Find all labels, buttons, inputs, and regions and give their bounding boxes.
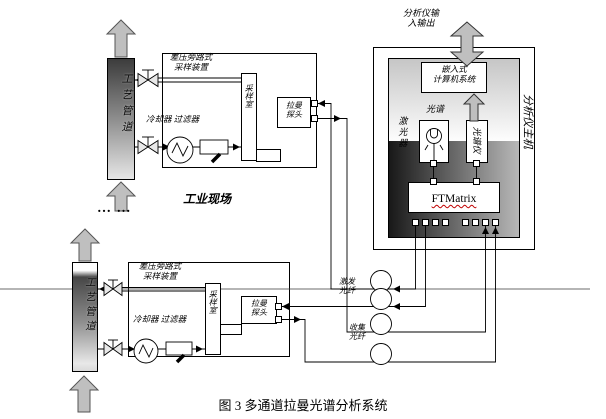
- channel-port: [492, 219, 499, 226]
- computer-label-line2: 计算机系统: [432, 73, 476, 84]
- valve-icon: [103, 279, 123, 297]
- fiber-port-excitation-top: [311, 100, 318, 107]
- channel-port: [442, 219, 449, 226]
- device-label-line1: 差压旁路式: [169, 52, 213, 62]
- fiber-spool-icon: [370, 313, 392, 335]
- pipeline-label: 工艺管道: [120, 73, 132, 137]
- fiber-port-collection-top: [311, 115, 318, 122]
- fiber-port-collection-bottom: [275, 316, 282, 323]
- ftmatrix-label: FTMatrix: [431, 193, 477, 205]
- channel-port: [482, 219, 489, 226]
- ftmatrix-laser-port: [430, 178, 437, 185]
- flow-arrow-bottom-out-icon: [69, 228, 101, 262]
- probe-label-line1: 拉曼: [251, 299, 267, 308]
- channel-port: [432, 219, 439, 226]
- collection-label-line2: 光纤: [349, 332, 365, 342]
- sampling-device-box-top: [162, 53, 317, 168]
- industrial-site-label: 工业现场: [183, 192, 232, 206]
- figure-caption: 图 3 多通道拉曼光谱分析系统: [218, 398, 388, 413]
- cooler-filter-label-top: 冷却器 过滤器: [146, 114, 200, 124]
- probe-label-line1: 拉曼: [286, 101, 302, 110]
- sampling-chamber-bottom: 采样室: [205, 283, 221, 355]
- collection-label-line1: 收集: [349, 323, 365, 332]
- spectrometer-label: 光谱仪: [472, 126, 483, 154]
- excitation-label-line2: 光纤: [339, 286, 355, 296]
- excitation-label-line1: 激发: [339, 277, 355, 286]
- sampling-device-label-bottom: 差压旁路式 采样装置: [130, 261, 190, 282]
- sampling-chamber-label: 采样室: [244, 84, 254, 108]
- io-label-line2: 入输出: [407, 18, 435, 29]
- excitation-fiber-label: 激发 光纤: [334, 277, 360, 295]
- probe-label-line2: 探头: [286, 110, 302, 120]
- channel-port: [422, 219, 429, 226]
- channel-port: [472, 219, 479, 226]
- raman-probe-bottom: 拉曼 探头: [241, 296, 277, 324]
- flow-arrow-top-out-icon: [105, 19, 137, 58]
- collection-fiber-label: 收集 光纤: [344, 323, 370, 341]
- valve-icon: [103, 339, 123, 357]
- ftmatrix-spectrometer-port: [473, 178, 480, 185]
- laser-box: [419, 120, 449, 163]
- device-label-line2: 采样装置: [142, 270, 177, 281]
- io-label-line1: 分析仪输: [402, 8, 439, 18]
- embedded-computer-box: 嵌入式 计算机系统: [421, 62, 487, 93]
- sample-outlet-stub-bottom: [220, 324, 242, 335]
- pipeline-label: 工艺管道: [84, 277, 95, 335]
- fiber-spool-icon: [370, 343, 392, 365]
- device-label-line2: 采样装置: [173, 61, 208, 72]
- more-channels-ellipsis: … …: [97, 201, 132, 216]
- device-label-line1: 差压旁路式: [138, 261, 182, 271]
- process-pipeline-top: 工艺管道: [107, 58, 135, 180]
- sampling-chamber-top: 采样室: [241, 73, 257, 161]
- sampling-device-label-top: 差压旁路式 采样装置: [161, 52, 221, 73]
- analyzer-host-label: 分析仪主机: [521, 93, 534, 149]
- laser-output-port: [430, 160, 437, 167]
- channel-port: [462, 219, 469, 226]
- fiber-spool-icon: [370, 270, 392, 292]
- analyzer-io-label: 分析仪输 入输出: [390, 8, 452, 29]
- process-pipeline-bottom: 工艺管道: [72, 262, 98, 372]
- spectrum-label: 光谱: [426, 104, 445, 114]
- computer-label-line1: 嵌入式: [441, 64, 467, 74]
- fiber-port-excitation-bottom: [275, 303, 282, 310]
- raman-probe-top: 拉曼 探头: [277, 97, 311, 128]
- ftmatrix-box: FTMatrix: [408, 182, 500, 213]
- fiber-spool-icon: [370, 288, 392, 310]
- probe-label-line2: 探头: [251, 308, 267, 318]
- sampling-chamber-label: 采样室: [208, 290, 218, 314]
- valve-icon: [137, 69, 159, 88]
- cooler-filter-label-bottom: 冷却器 过滤器: [133, 314, 187, 324]
- channel-port: [412, 219, 419, 226]
- valve-icon: [137, 136, 159, 155]
- laser-label: 激光器: [397, 116, 408, 149]
- sample-outlet-stub-top: [256, 149, 281, 162]
